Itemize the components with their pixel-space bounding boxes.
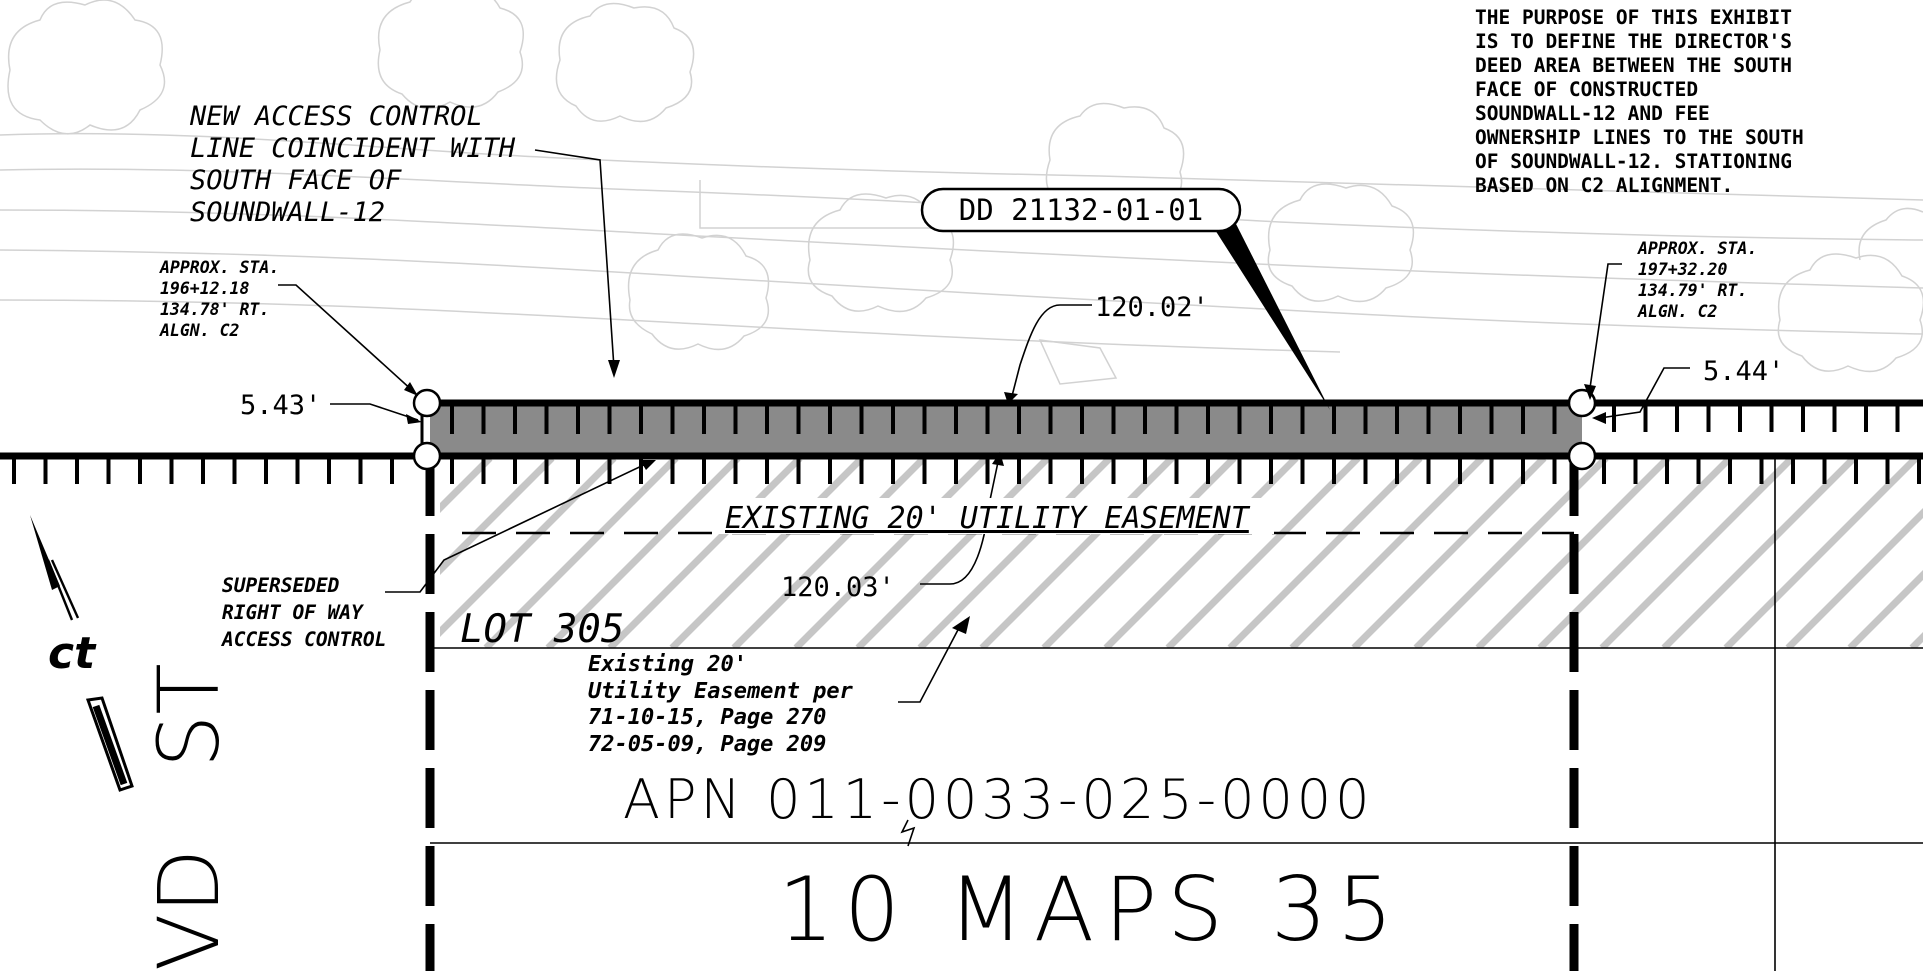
deed-area	[430, 403, 1582, 457]
map-reference-label: 10 MAPS 35	[778, 858, 1403, 961]
hatch-line	[1041, 458, 1237, 648]
station-marker-left-lower	[412, 441, 442, 471]
lot-label: LOT 305	[460, 607, 624, 652]
north-arrow-icon: ct	[30, 515, 134, 792]
dimension-right: 5.44'	[1703, 356, 1784, 387]
station-marker-right-upper	[1567, 388, 1597, 418]
easement-reference-note: Existing 20' Utility Easement per 71-10-…	[588, 652, 866, 757]
superseded-note: SUPERSEDED RIGHT OF WAY ACCESS CONTROL	[220, 574, 386, 651]
easement-hatch	[440, 458, 1923, 648]
hatch-line	[1227, 458, 1423, 648]
hatch-line	[1289, 458, 1485, 648]
hatch-line	[669, 458, 865, 648]
tick-marks-upper	[450, 403, 1557, 434]
hatch-line	[1103, 458, 1299, 648]
deed-id-label: DD 21132-01-01	[959, 193, 1203, 227]
dimension-left: 5.43'	[240, 390, 321, 421]
dimension-bottom: 120.03'	[781, 572, 895, 603]
leader-lines	[278, 149, 1690, 703]
hatch-line	[793, 458, 989, 648]
apn-label: APN 011-0033-025-0000	[623, 768, 1374, 831]
hatch-line	[545, 458, 741, 648]
access-control-lines	[0, 399, 1923, 484]
hatch-line	[855, 458, 1051, 648]
station-markers	[412, 388, 1597, 471]
north-arrow-symbol: ct	[48, 628, 97, 679]
station-marker-right-lower	[1567, 441, 1597, 471]
street-name-fragment-2: VD	[140, 849, 238, 971]
hatch-line	[1351, 458, 1547, 648]
station-note-left: APPROX. STA. 196+12.18 134.78' RT. ALGN.…	[159, 258, 289, 340]
hatch-line	[1909, 632, 1923, 648]
street-name-fragment: ST	[140, 663, 238, 768]
tick-marks-lower	[12, 456, 1921, 484]
property-lines	[420, 410, 1923, 971]
deed-id-callout: DD 21132-01-01	[920, 187, 1242, 233]
hatch-line	[1723, 458, 1919, 648]
station-marker-left-upper	[412, 388, 442, 418]
hatch-line	[1847, 570, 1923, 648]
hatch-line	[1165, 458, 1361, 648]
hatch-line	[607, 458, 803, 648]
deed-label-pointer	[1210, 216, 1330, 410]
station-note-right: APPROX. STA. 197+32.20 134.79' RT. ALGN.…	[1637, 239, 1767, 321]
hatch-line	[440, 458, 617, 637]
hatch-line	[483, 458, 679, 648]
hatch-line	[731, 458, 927, 648]
dimension-top: 120.02'	[1095, 292, 1209, 323]
hatch-line	[979, 458, 1175, 648]
easement-title: EXISTING 20' UTILITY EASEMENT	[725, 501, 1251, 536]
tick-marks-right	[1612, 403, 1900, 432]
hatch-line	[1785, 508, 1923, 648]
access-control-note: NEW ACCESS CONTROL LINE COINCIDENT WITH …	[189, 101, 531, 228]
hatch-line	[917, 458, 1113, 648]
hatch-line	[1661, 458, 1857, 648]
purpose-note: THE PURPOSE OF THIS EXHIBIT IS TO DEFINE…	[1475, 6, 1815, 197]
hatch-line	[440, 458, 493, 513]
hatch-line	[1599, 458, 1795, 648]
